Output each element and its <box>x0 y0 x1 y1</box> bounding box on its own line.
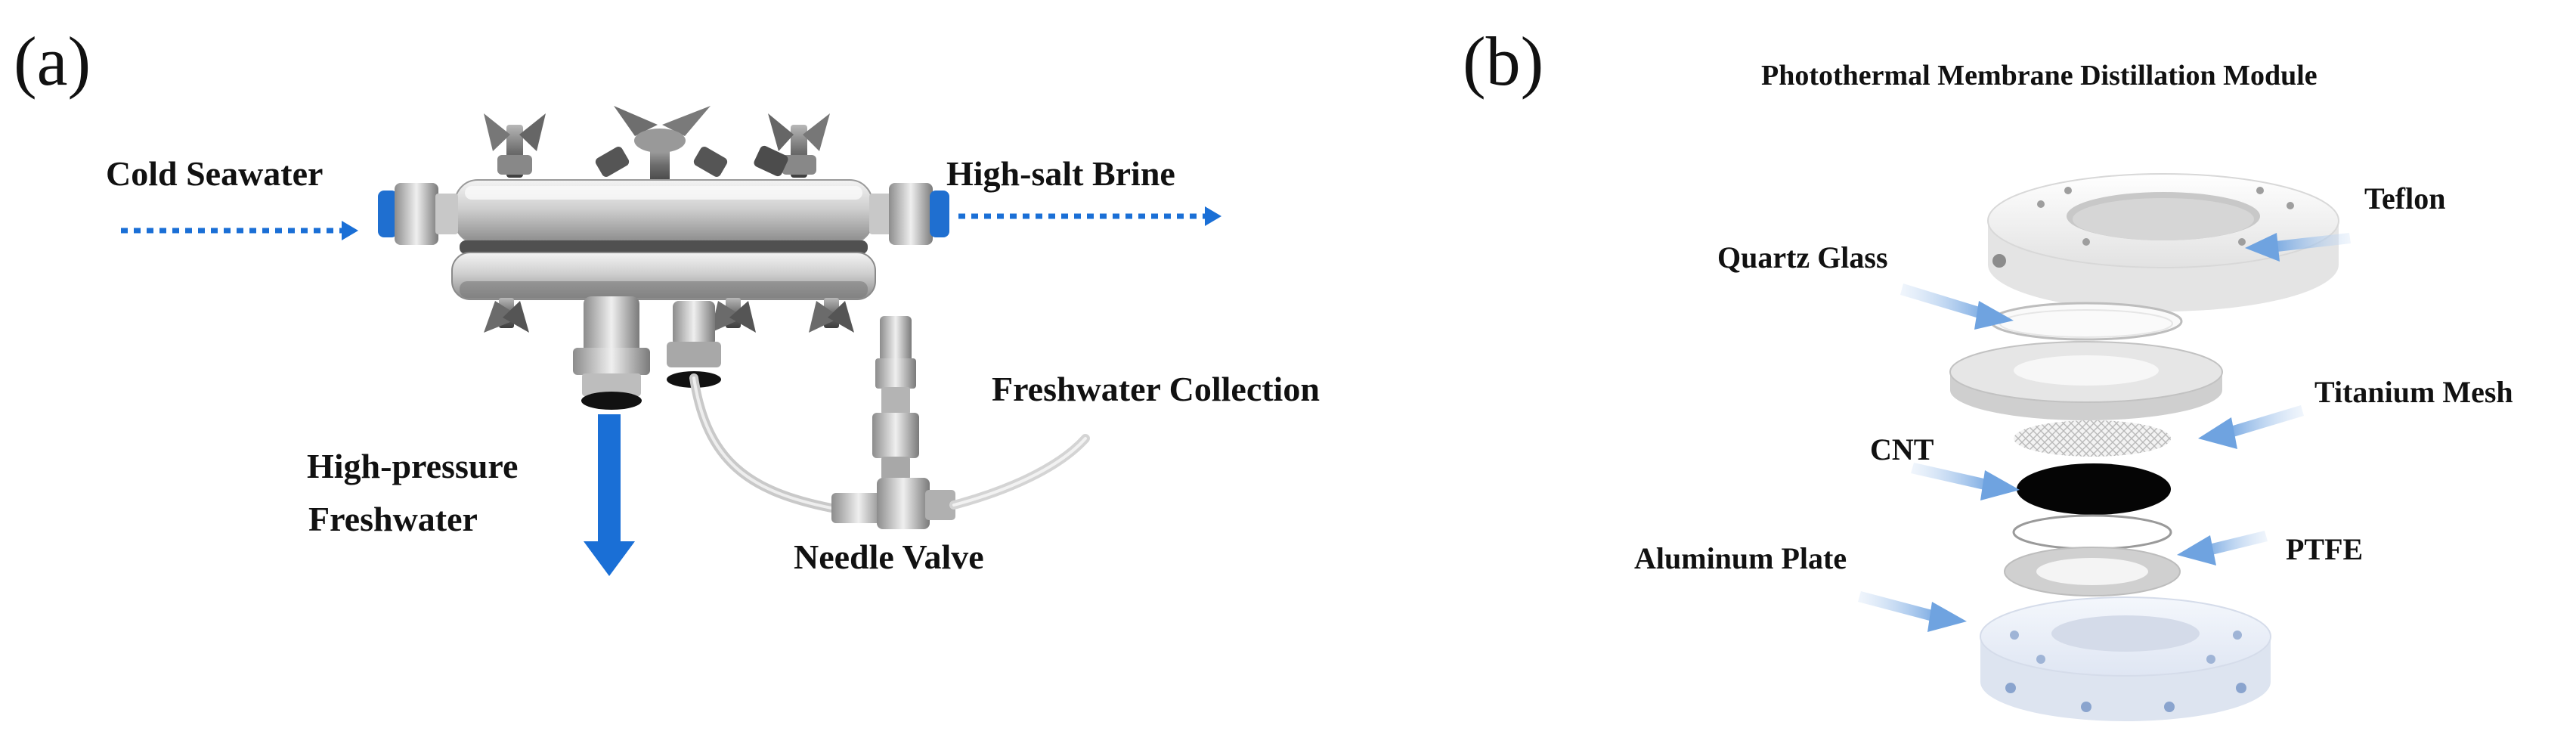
wing-nut-icon <box>754 145 788 177</box>
outlet-fitting <box>869 183 949 245</box>
cold-seawater-label: Cold Seawater <box>106 154 323 193</box>
thin-ring <box>2012 514 2172 550</box>
cnt-layer <box>2017 463 2171 515</box>
ptfe-layer <box>2004 547 2181 596</box>
pointer-arrow-icon <box>2245 233 2351 262</box>
quartz-glass-layer <box>1989 302 2183 341</box>
module-title: Photothermal Membrane Distillation Modul… <box>1761 60 2317 91</box>
titanium-mesh-ring <box>1949 341 2223 420</box>
pointer-arrow-icon <box>1911 463 2020 500</box>
aluminum-plate-label: Aluminum Plate <box>1634 541 1847 575</box>
wing-nut-icon <box>484 113 546 178</box>
quartz-glass-label: Quartz Glass <box>1717 240 1888 274</box>
freshwater-collection-label: Freshwater Collection <box>992 370 1320 408</box>
exploded-module <box>1949 173 2339 721</box>
inlet-fitting <box>378 183 458 245</box>
cold-seawater-arrow <box>121 221 358 240</box>
needle-valve-label: Needle Valve <box>794 538 984 576</box>
pointer-arrow-icon <box>2177 531 2268 565</box>
panel-a-letter: (a) <box>14 23 91 100</box>
pointer-arrow-icon <box>1900 284 2014 330</box>
bottom-fitting-left <box>573 296 650 410</box>
ptfe-label: PTFE <box>2286 532 2363 566</box>
teflon-layer <box>1987 173 2339 311</box>
brine-arrow <box>958 206 1221 226</box>
high-pressure-label-line2: Freshwater <box>308 500 478 538</box>
high-pressure-label-line1: High-pressure <box>307 447 518 485</box>
wing-nut-icon <box>595 106 728 185</box>
panel-b-letter: (b) <box>1463 23 1543 100</box>
aluminum-plate-layer <box>1980 596 2271 721</box>
titanium-mesh-layer <box>2014 420 2171 457</box>
pointer-arrow-icon <box>2198 405 2304 449</box>
teflon-label: Teflon <box>2364 181 2445 215</box>
wing-nut-icon <box>768 113 830 178</box>
high-pressure-freshwater-arrow <box>584 414 635 576</box>
titanium-mesh-label: Titanium Mesh <box>2314 375 2513 409</box>
high-salt-brine-label: High-salt Brine <box>946 154 1175 193</box>
cnt-label: CNT <box>1870 432 1934 466</box>
pointer-arrow-icon <box>1858 591 1967 632</box>
md-module-device <box>378 106 1090 529</box>
needle-valve <box>831 316 955 529</box>
